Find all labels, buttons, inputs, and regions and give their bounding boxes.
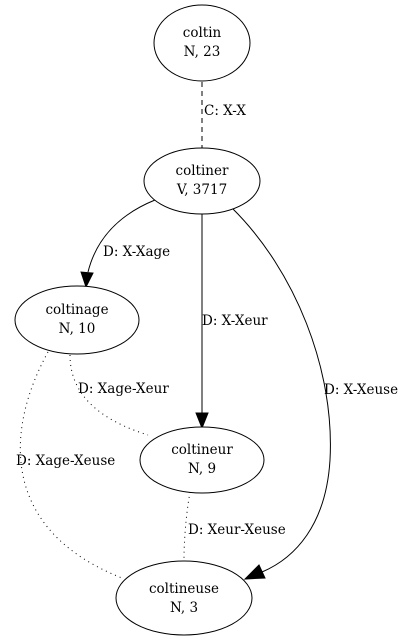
edge-label: C: X-X xyxy=(204,103,246,119)
edge-coltinage-coltineuse: D: Xage-Xeuse xyxy=(16,351,123,579)
node-coltin: coltin N, 23 xyxy=(153,4,251,82)
edge-coltiner-coltineur: D: X-Xeur xyxy=(195,213,268,430)
arrowhead xyxy=(80,271,94,289)
edge-line xyxy=(87,199,156,273)
node-ellipse xyxy=(139,426,265,494)
node-ellipse xyxy=(143,147,261,215)
edge-label: D: X-Xage xyxy=(103,244,170,260)
edge-line xyxy=(231,207,331,573)
node-coltinage: coltinage N, 10 xyxy=(14,285,140,355)
arrowhead xyxy=(243,564,266,580)
node-name: coltiner xyxy=(176,163,229,179)
node-coltiner: coltiner V, 3717 xyxy=(143,147,261,215)
edge-coltiner-coltinage: D: X-Xage xyxy=(80,199,170,289)
node-info: V, 3717 xyxy=(176,182,227,198)
node-info: N, 3 xyxy=(170,600,198,616)
edge-label: D: X-Xeuse xyxy=(324,382,398,398)
node-name: coltineur xyxy=(171,442,233,458)
node-coltineur: coltineur N, 9 xyxy=(139,426,265,494)
node-info: N, 23 xyxy=(184,44,221,60)
node-info: N, 10 xyxy=(59,321,96,337)
node-ellipse xyxy=(115,560,253,636)
edge-coltineur-coltineuse: D: Xeur-Xeuse xyxy=(183,491,286,561)
edge-label: D: Xeur-Xeuse xyxy=(188,522,286,538)
node-ellipse xyxy=(14,285,140,355)
edge-line xyxy=(183,491,191,561)
node-name: coltin xyxy=(183,25,222,41)
node-info: N, 9 xyxy=(188,461,216,477)
edge-coltiner-coltineuse: D: X-Xeuse xyxy=(231,207,398,580)
arrowhead xyxy=(195,412,209,430)
node-name: coltinage xyxy=(45,302,108,318)
edge-coltin-coltiner: C: X-X xyxy=(201,82,246,150)
edge-line xyxy=(69,354,149,436)
edge-label: D: X-Xeur xyxy=(202,313,268,329)
node-coltineuse: coltineuse N, 3 xyxy=(115,560,253,636)
node-ellipse xyxy=(153,4,251,82)
node-name: coltineuse xyxy=(149,581,219,597)
edge-coltinage-coltineur: D: Xage-Xeur xyxy=(69,354,169,436)
edge-label: D: Xage-Xeuse xyxy=(16,453,115,469)
edge-label: D: Xage-Xeur xyxy=(78,381,169,397)
